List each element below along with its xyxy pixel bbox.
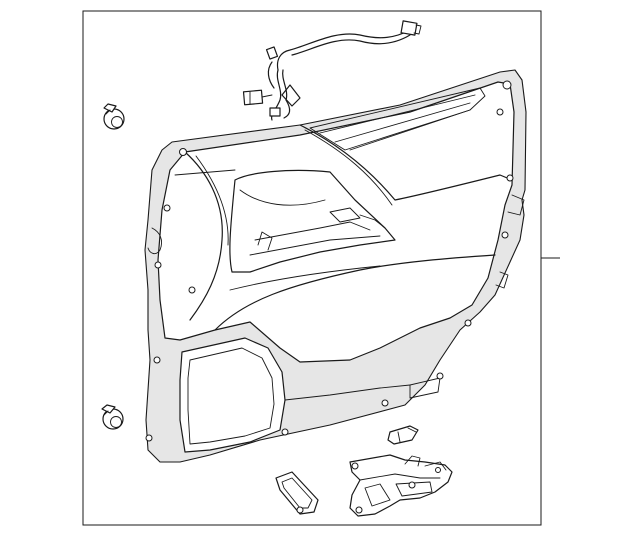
door-trim-panel xyxy=(144,69,527,463)
inside-handle-bezel xyxy=(275,471,319,515)
clip-lower xyxy=(101,404,124,430)
wiring-harness xyxy=(242,20,422,121)
trim-clip-small xyxy=(387,425,419,445)
clip-upper xyxy=(103,103,125,130)
diagram-frame xyxy=(82,10,542,526)
inside-handle-assembly xyxy=(349,454,453,517)
